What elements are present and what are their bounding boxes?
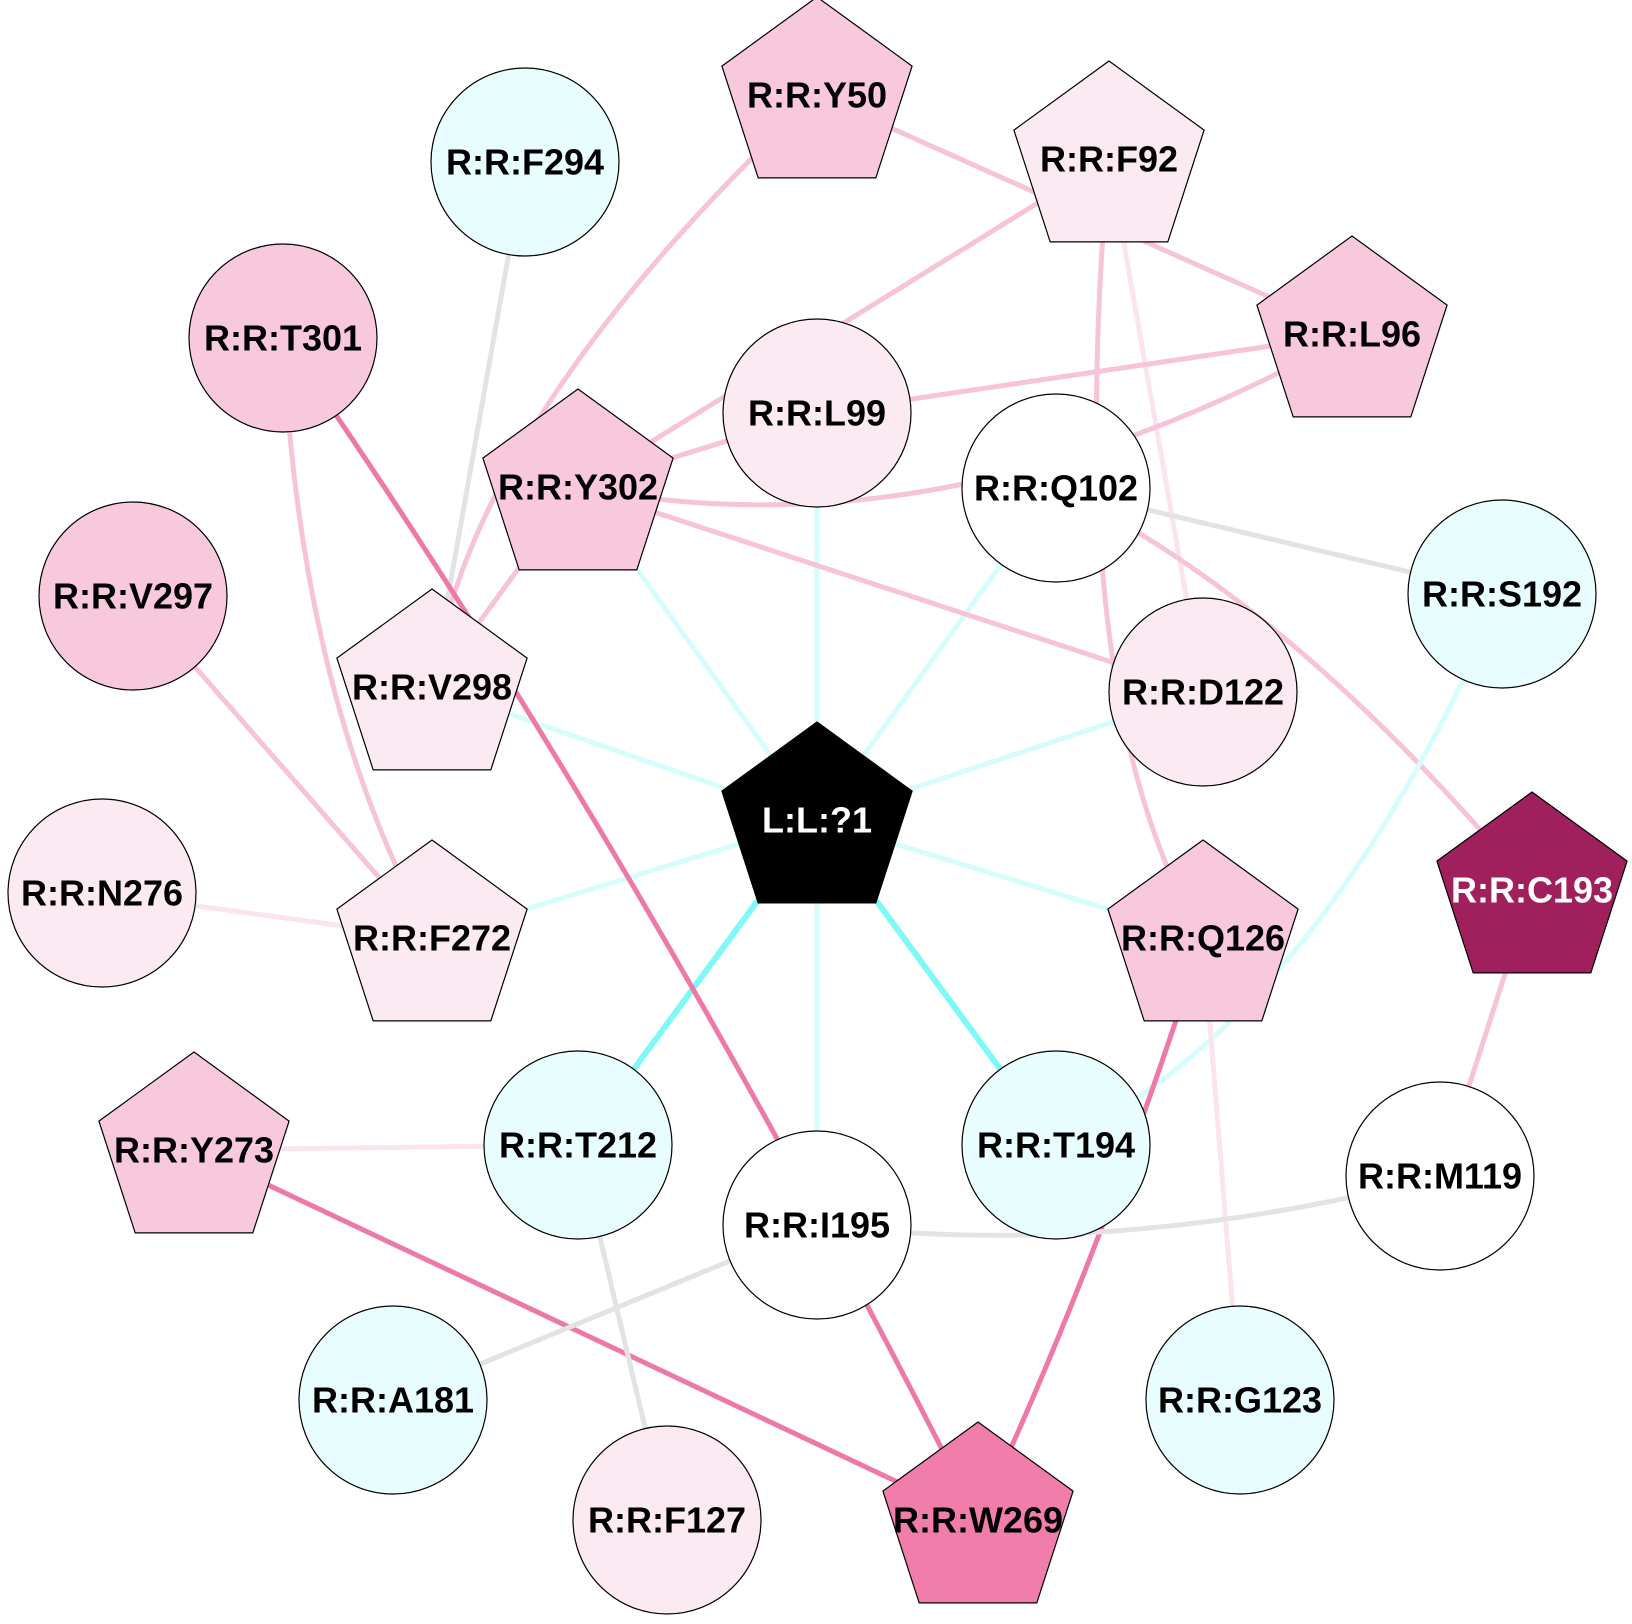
node-c193[interactable]: R:R:C193 <box>1436 791 1628 974</box>
node-label: R:R:L96 <box>1283 314 1421 355</box>
node-label: R:R:Y273 <box>114 1130 274 1171</box>
node-label: R:R:T194 <box>977 1125 1135 1166</box>
node-w269-pentagon <box>882 1421 1074 1604</box>
node-g123-circle <box>1145 1305 1335 1495</box>
node-y273[interactable]: R:R:Y273 <box>98 1051 290 1234</box>
node-label: R:R:Q102 <box>974 468 1138 509</box>
node-f127[interactable]: R:R:F127 <box>572 1425 762 1615</box>
node-c193-pentagon <box>1436 791 1628 974</box>
node-label: R:R:I195 <box>744 1205 890 1246</box>
node-a181[interactable]: R:R:A181 <box>298 1305 488 1495</box>
node-d122[interactable]: R:R:D122 <box>1108 597 1298 787</box>
node-label: R:R:G123 <box>1158 1380 1322 1421</box>
node-d122-circle <box>1108 597 1298 787</box>
node-s192[interactable]: R:R:S192 <box>1407 499 1597 689</box>
node-l96[interactable]: R:R:L96 <box>1256 235 1448 418</box>
node-f127-circle <box>572 1425 762 1615</box>
node-t212-circle <box>483 1050 673 1240</box>
node-l99[interactable]: R:R:L99 <box>722 318 912 508</box>
node-l96-pentagon <box>1256 235 1448 418</box>
node-a181-circle <box>298 1305 488 1495</box>
node-y302[interactable]: R:R:Y302 <box>482 388 674 571</box>
node-l1[interactable]: L:L:?1 <box>721 721 913 904</box>
node-f272-pentagon <box>336 839 528 1022</box>
node-v298-pentagon <box>336 588 528 771</box>
node-l99-circle <box>722 318 912 508</box>
node-t194-circle <box>961 1050 1151 1240</box>
node-f272[interactable]: R:R:F272 <box>336 839 528 1022</box>
edge-f92-q126 <box>1094 156 1206 941</box>
node-label: R:R:F294 <box>446 142 604 183</box>
node-label: R:R:F92 <box>1040 139 1178 180</box>
node-label: R:R:A181 <box>312 1380 474 1421</box>
node-f294-circle <box>430 67 620 257</box>
node-label: R:R:Y302 <box>498 467 658 508</box>
node-y273-pentagon <box>98 1051 290 1234</box>
node-t301[interactable]: R:R:T301 <box>188 243 378 433</box>
node-label: R:R:W269 <box>893 1500 1063 1541</box>
edge-t301-w269 <box>280 335 981 1523</box>
node-label: R:R:V297 <box>53 576 213 617</box>
node-i195[interactable]: R:R:I195 <box>722 1130 912 1320</box>
node-n276[interactable]: R:R:N276 <box>7 798 197 988</box>
node-label: R:R:Y50 <box>747 75 887 116</box>
node-label: R:R:M119 <box>1358 1156 1522 1197</box>
node-y50[interactable]: R:R:Y50 <box>721 0 913 179</box>
node-q126-pentagon <box>1107 839 1299 1022</box>
node-t212[interactable]: R:R:T212 <box>483 1050 673 1240</box>
node-s192-circle <box>1407 499 1597 689</box>
node-v297-circle <box>38 501 228 691</box>
node-t301-circle <box>188 243 378 433</box>
node-label: R:R:Q126 <box>1121 918 1285 959</box>
node-f92[interactable]: R:R:F92 <box>1013 60 1205 243</box>
node-label: R:R:S192 <box>1422 574 1582 615</box>
node-label: R:R:V298 <box>352 667 512 708</box>
node-v297[interactable]: R:R:V297 <box>38 501 228 691</box>
node-w269[interactable]: R:R:W269 <box>882 1421 1074 1604</box>
edge-y302-d122 <box>575 484 1206 695</box>
node-label: R:R:L99 <box>748 393 886 434</box>
node-f294[interactable]: R:R:F294 <box>430 67 620 257</box>
node-t194[interactable]: R:R:T194 <box>961 1050 1151 1240</box>
node-m119-circle <box>1345 1081 1535 1271</box>
node-i195-circle <box>722 1130 912 1320</box>
node-label: L:L:?1 <box>762 800 872 841</box>
node-n276-circle <box>7 798 197 988</box>
node-v298[interactable]: R:R:V298 <box>336 588 528 771</box>
edge-l96-y302 <box>575 331 1355 508</box>
node-label: R:R:N276 <box>21 873 183 914</box>
node-l1-pentagon <box>721 721 913 904</box>
node-q102[interactable]: R:R:Q102 <box>961 393 1151 583</box>
edge-y273-w269 <box>191 1147 981 1523</box>
node-label: R:R:F272 <box>353 918 511 959</box>
node-q126[interactable]: R:R:Q126 <box>1107 839 1299 1022</box>
node-g123[interactable]: R:R:G123 <box>1145 1305 1335 1495</box>
node-label: R:R:T212 <box>499 1125 657 1166</box>
node-label: R:R:D122 <box>1122 672 1284 713</box>
node-y50-pentagon <box>721 0 913 179</box>
node-m119[interactable]: R:R:M119 <box>1345 1081 1535 1271</box>
node-label: R:R:C193 <box>1451 870 1613 911</box>
node-label: R:R:F127 <box>588 1500 746 1541</box>
node-y302-pentagon <box>482 388 674 571</box>
node-q102-circle <box>961 393 1151 583</box>
node-label: R:R:T301 <box>204 318 362 359</box>
node-f92-pentagon <box>1013 60 1205 243</box>
